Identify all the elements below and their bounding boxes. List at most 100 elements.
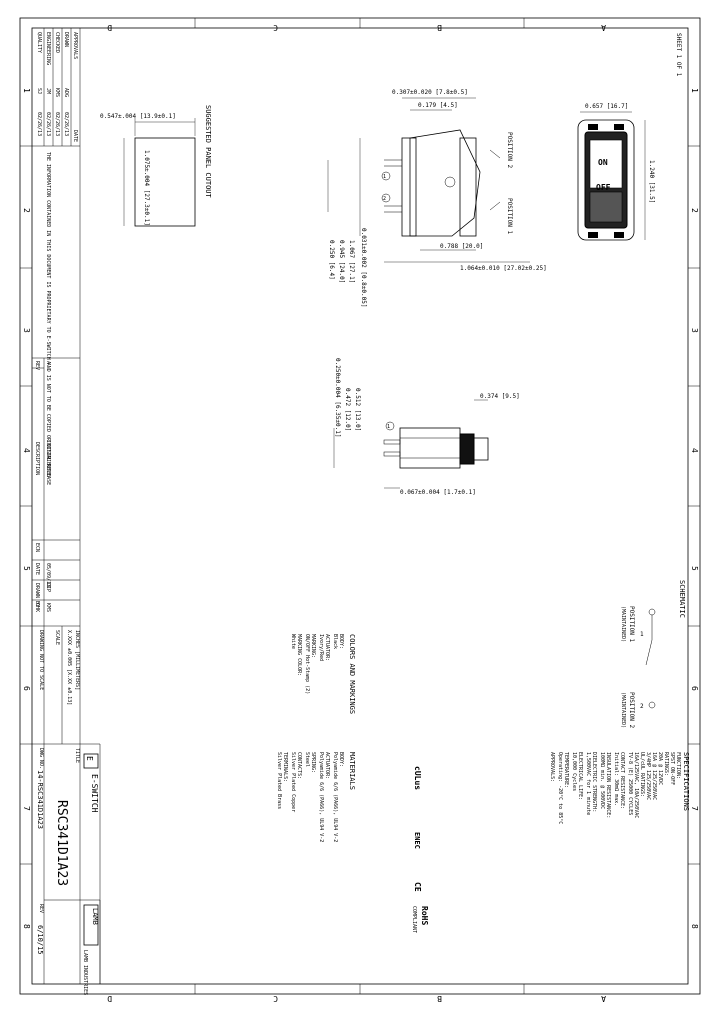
cutout-width-dim: 0.547±.004 [13.9±0.1] [100, 113, 176, 120]
materials-line: CONTACTS: [296, 752, 302, 779]
rev-col-rev: REV [34, 361, 40, 370]
zone-col-8-right: 8 [690, 924, 699, 929]
approval-drawn-label: DRAWN [63, 32, 69, 47]
end-dim-3: 0.512 [13.0] [354, 388, 361, 431]
cutout-height-dim: 1.075±.004 [27.3±0.1] [143, 150, 150, 226]
front-height-dim: 1.240 [31.5] [648, 160, 655, 203]
materials-line: TERMINALS: [282, 752, 288, 782]
spec-line: TEMPERATURE: [563, 752, 569, 788]
spec-line: INSULATION RESISTANCE: [605, 752, 611, 818]
side-position-2: POSITION 2 [506, 132, 513, 169]
colors-line: ON/OFF Hot-Stamp (2) [304, 634, 310, 694]
end-dim-1: 0.250±0.004 [6.35±0.1] [334, 358, 341, 437]
spec-line: Operating: -20°C to 85°C [557, 752, 563, 824]
colors-line: White [290, 634, 296, 649]
schematic-pos1: POSITION 1 [628, 606, 635, 643]
lamb-logo: LAMB LAMB INDUSTRIES [82, 904, 99, 995]
zone-label-b-top: B [437, 23, 442, 32]
colors-markings: COLORS AND MARKINGS BODY: Black ACTUATOR… [290, 634, 356, 714]
front-label-off: OFF [596, 183, 611, 192]
revision-block: APPROVALS DATE DRAWN ADG 02/26/13 CHECKE… [32, 28, 81, 627]
part-number: RSC341D1A23 [54, 800, 69, 886]
colors-title: COLORS AND MARKINGS [348, 634, 356, 714]
colors-line: Ivory/Red [318, 634, 324, 661]
approval-quality-label: QUALITY [36, 32, 42, 53]
zone-col-1-left: 1 [22, 88, 31, 93]
units-note: INCHES [MILLIMETERS] [74, 630, 80, 690]
drawing-number: 14-RSC341D1A23 [36, 770, 44, 829]
zone-row-labels: D C B A D C B A [107, 23, 606, 1003]
rev-row-drawn: DIP [45, 583, 51, 592]
spec-line: CONTACT RESISTANCE: [619, 752, 625, 809]
end-dim-0: 0.374 [9.5] [480, 393, 520, 400]
rev-row-rev: A [45, 361, 51, 364]
spec-line: 100MΩ min. @ 500VDC [599, 752, 605, 809]
spec-line: UL/cUL RATINGS: [639, 752, 645, 797]
end-view: 1 0.374 [9.5] 0.250±0.004 [6.35±0.1] 0.4… [333, 358, 520, 496]
dwg-no-label: DWG NO. [38, 748, 44, 769]
schematic-pos2-sub: (MAINTAINED) [620, 692, 626, 728]
rev-col-ecn: ECN [34, 543, 40, 552]
cul-us-mark: cULus [413, 766, 422, 790]
rev-row-chk: KMS [45, 603, 51, 612]
spec-line: APPROVALS: [549, 752, 555, 782]
side-dim-6: 1.064±0.010 [27.02±0.25] [460, 265, 547, 272]
company-sub: LAMB INDUSTRIES [82, 950, 88, 995]
materials-line: Silver Plated Brass [276, 752, 282, 809]
zone-col-6-right: 6 [690, 686, 699, 691]
scale-label: SCALE [54, 630, 60, 645]
approval-marks: cULus ENEC CE RoHS COMPLIANT [411, 766, 429, 933]
e-switch-logo: E E-SWITCH [83, 753, 99, 813]
approval-drawn-name: ADG [63, 88, 69, 97]
panel-cutout: 0.547±.004 [13.9±0.1] 1.075±.004 [27.3±0… [100, 105, 212, 227]
svg-text:E: E [85, 756, 94, 761]
zone-col-4-right: 4 [690, 448, 699, 453]
colors-line: BODY: [338, 634, 344, 649]
title-block: INCHES [MILLIMETERS] X.XXX ±0.005 [X.XX … [32, 626, 101, 995]
zone-label-d-bottom: D [107, 994, 112, 1003]
rev-col-description: DESCRIPTION [34, 442, 40, 475]
zone-label-c-top: C [273, 23, 278, 32]
spec-line: 3/4HP 125/250VAC [645, 752, 651, 800]
spec-line: ELECTRICAL LIFE: [577, 752, 583, 800]
side-dim-7: 0.031±0.002 [0.8±0.05] [360, 228, 367, 307]
side-dim-2: 0.250 [6.4] [328, 240, 335, 280]
zone-col-3-right: 3 [690, 328, 699, 333]
spec-line: RATINGS: [663, 752, 669, 776]
rev-row-date: 05/09/13 [45, 563, 51, 587]
rev-col-date: DATE [34, 563, 40, 575]
title-label: TITLE [74, 748, 80, 763]
zone-label-b-bottom: B [437, 994, 442, 1003]
spec-line: 16A/125VAC, 10A/250VAC [633, 752, 639, 818]
approval-quality-name: SJ [36, 88, 42, 94]
side-terminal-1: 1 [383, 174, 386, 180]
approval-engineering-date: 02/26/13 [45, 112, 51, 136]
approval-engineering-name: JM [45, 88, 51, 94]
materials-line: BODY: [338, 752, 344, 767]
zone-label-c-bottom: C [273, 994, 278, 1003]
schematic-t1: 1 [640, 631, 644, 638]
zone-col-2-right: 2 [690, 208, 699, 213]
zone-col-6-left: 6 [22, 686, 31, 691]
approvals-date-header: DATE [72, 130, 78, 142]
zone-col-8-left: 8 [22, 924, 31, 929]
end-dim-2: 0.472 [12.0] [344, 388, 351, 431]
approvals-header: APPROVALS [72, 32, 78, 59]
schematic-pos1-sub: (MAINTAINED) [620, 606, 626, 642]
cutout-title: SUGGESTED PANEL CUTOUT [204, 105, 212, 199]
zone-col-1-right: 1 [690, 88, 699, 93]
approval-engineering-label: ENGINEERING [45, 32, 51, 65]
materials-line: Polyamide 6/6 (PA66), UL94 V-2 [318, 752, 324, 842]
front-width-dim: 0.657 [16.7] [585, 103, 628, 110]
approval-checked-name: KMS [54, 88, 60, 97]
materials-line: ACTUATOR: [324, 752, 330, 779]
zone-label-a-top: A [601, 23, 606, 32]
rev-col-chk: CHK [34, 603, 40, 612]
side-dim-1: 0.179 [4.5] [418, 102, 458, 109]
colors-line: Black [332, 634, 338, 649]
side-dim-4: 1.067 [27.1] [348, 240, 355, 283]
spec-line: TV-8 (E) 25000 CYCLES [627, 752, 633, 815]
rev-row-description: INITIAL RELEASE [45, 440, 51, 485]
spec-line: DIELECTRIC STRENGTH: [591, 752, 597, 812]
enec-mark: ENEC [413, 832, 421, 849]
